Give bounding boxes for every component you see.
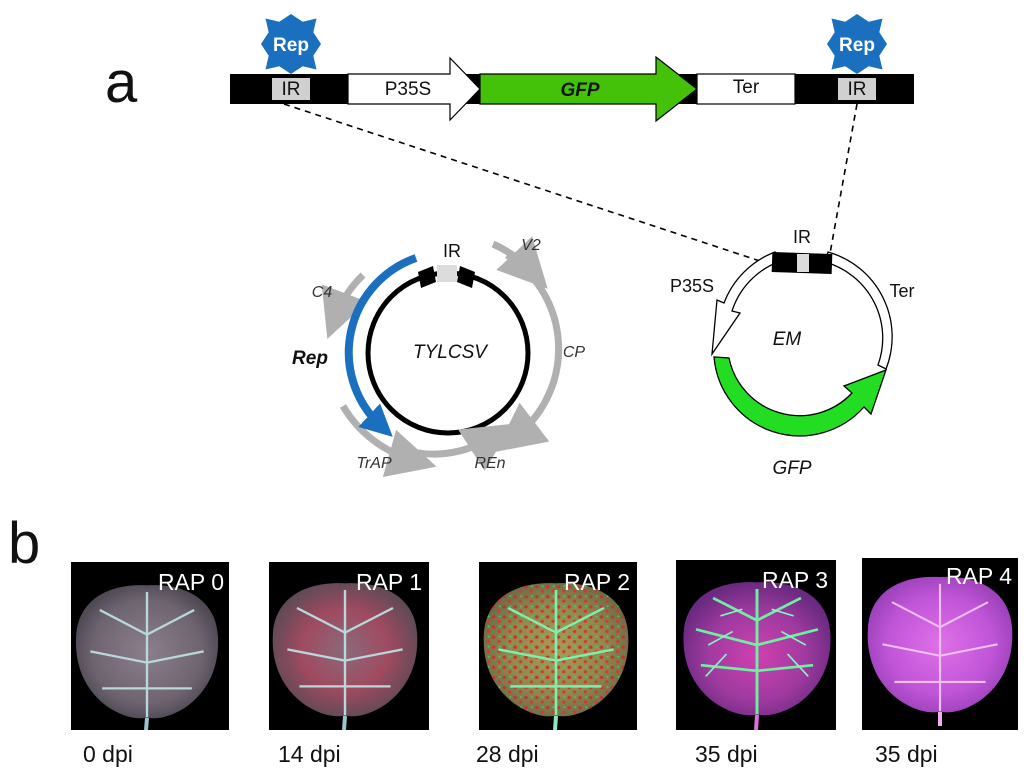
dashed-link-left	[283, 103, 773, 266]
rep-star-left	[261, 14, 321, 74]
tylcsv-ir-box	[437, 265, 457, 282]
trap-gene-label: TrAP	[356, 455, 392, 472]
episome-terminator-arc	[824, 251, 893, 370]
trap-gene-arrow	[339, 404, 437, 477]
leaf-panel-rap2: RAP 2	[479, 562, 637, 731]
leaf-petiole	[144, 717, 149, 731]
ren-gene-label: REn	[474, 455, 505, 472]
gfp-label: GFP	[560, 80, 599, 101]
rap-label-4: RAP 4	[946, 563, 1012, 589]
leaf-petiole	[342, 715, 347, 731]
tylcsv-ir-flank-left	[418, 266, 436, 288]
leaf-veins	[90, 592, 204, 718]
rep-gene-arrow	[344, 254, 418, 437]
episome-ir-box	[797, 254, 809, 272]
leaf-petiole	[754, 714, 759, 731]
ir-right-label: IR	[848, 79, 867, 100]
rep-badge-left: Rep	[261, 14, 321, 74]
leaf-panel-rap3: RAP 3	[676, 560, 836, 731]
rap-label-1: RAP 1	[356, 569, 422, 595]
panel-b-label: b	[8, 511, 40, 576]
rap-label-0: RAP 0	[158, 569, 224, 595]
rep-star-right	[827, 14, 887, 74]
leaf-veins	[882, 583, 998, 712]
tylcsv-genome: IR TYLCSV C4 Rep TrAP REn V2 CP	[292, 236, 586, 477]
rep-gene-label: Rep	[292, 348, 328, 369]
dpi-label-0: 0 dpi	[83, 741, 133, 767]
rep-badge-right: Rep	[827, 14, 887, 74]
dpi-label-1: 14 dpi	[278, 741, 341, 767]
gfp-arrow	[479, 55, 698, 123]
episome-promoter-arrow	[711, 251, 779, 357]
dashed-link-right	[828, 103, 858, 260]
rep-badge-right-label: Rep	[839, 35, 875, 56]
tylcsv-name: TYLCSV	[413, 342, 489, 363]
ir-right-box	[838, 78, 876, 100]
dpi-label-4: 35 dpi	[875, 741, 938, 767]
episome-name: EM	[773, 329, 802, 350]
leaf-veins	[287, 590, 403, 716]
episome-gfp-arrow	[713, 356, 888, 437]
episome-gfp-label: GFP	[772, 458, 811, 479]
rep-badge-left-label: Rep	[273, 35, 309, 56]
terminator-label: Ter	[733, 77, 760, 98]
tylcsv-ir-label: IR	[443, 241, 461, 261]
tylcsv-ir-flank-right	[457, 266, 475, 288]
dpi-label-2: 28 dpi	[476, 741, 539, 767]
c4-gene-label: C4	[312, 284, 333, 301]
ren-gene-arrow	[396, 423, 513, 471]
construct-map: IR IR P35S GFP Ter	[230, 55, 914, 123]
rap-label-3: RAP 3	[762, 567, 828, 593]
leaf-veins	[695, 589, 819, 715]
episome-map: IR EM P35S Ter GFP	[670, 227, 915, 479]
v2-gene-label: V2	[521, 237, 541, 254]
rap-label-2: RAP 2	[564, 569, 630, 595]
promoter-label: P35S	[385, 79, 431, 100]
episome-promoter-label: P35S	[670, 276, 714, 296]
dpi-label-3: 35 dpi	[695, 741, 758, 767]
leaf-petiole	[553, 715, 558, 731]
panel-a-label: a	[105, 50, 138, 115]
episome-ir-label: IR	[793, 227, 811, 247]
c4-gene-arrow	[321, 272, 368, 339]
leaf-panel-rap1: RAP 1	[269, 562, 429, 731]
leaf-panel-rap4: RAP 4	[862, 558, 1018, 730]
promoter-arrow	[347, 56, 481, 122]
ir-left-label: IR	[282, 79, 301, 100]
leaf-veinlets	[705, 608, 809, 677]
ir-left-box	[272, 78, 310, 100]
leaf-panel-rap0: RAP 0	[71, 562, 229, 731]
cp-gene-arrow	[495, 252, 563, 452]
episome-terminator-label: Ter	[889, 281, 914, 301]
cp-gene-label: CP	[563, 344, 586, 361]
terminator-box	[696, 73, 796, 105]
leaf-veins	[498, 590, 614, 716]
